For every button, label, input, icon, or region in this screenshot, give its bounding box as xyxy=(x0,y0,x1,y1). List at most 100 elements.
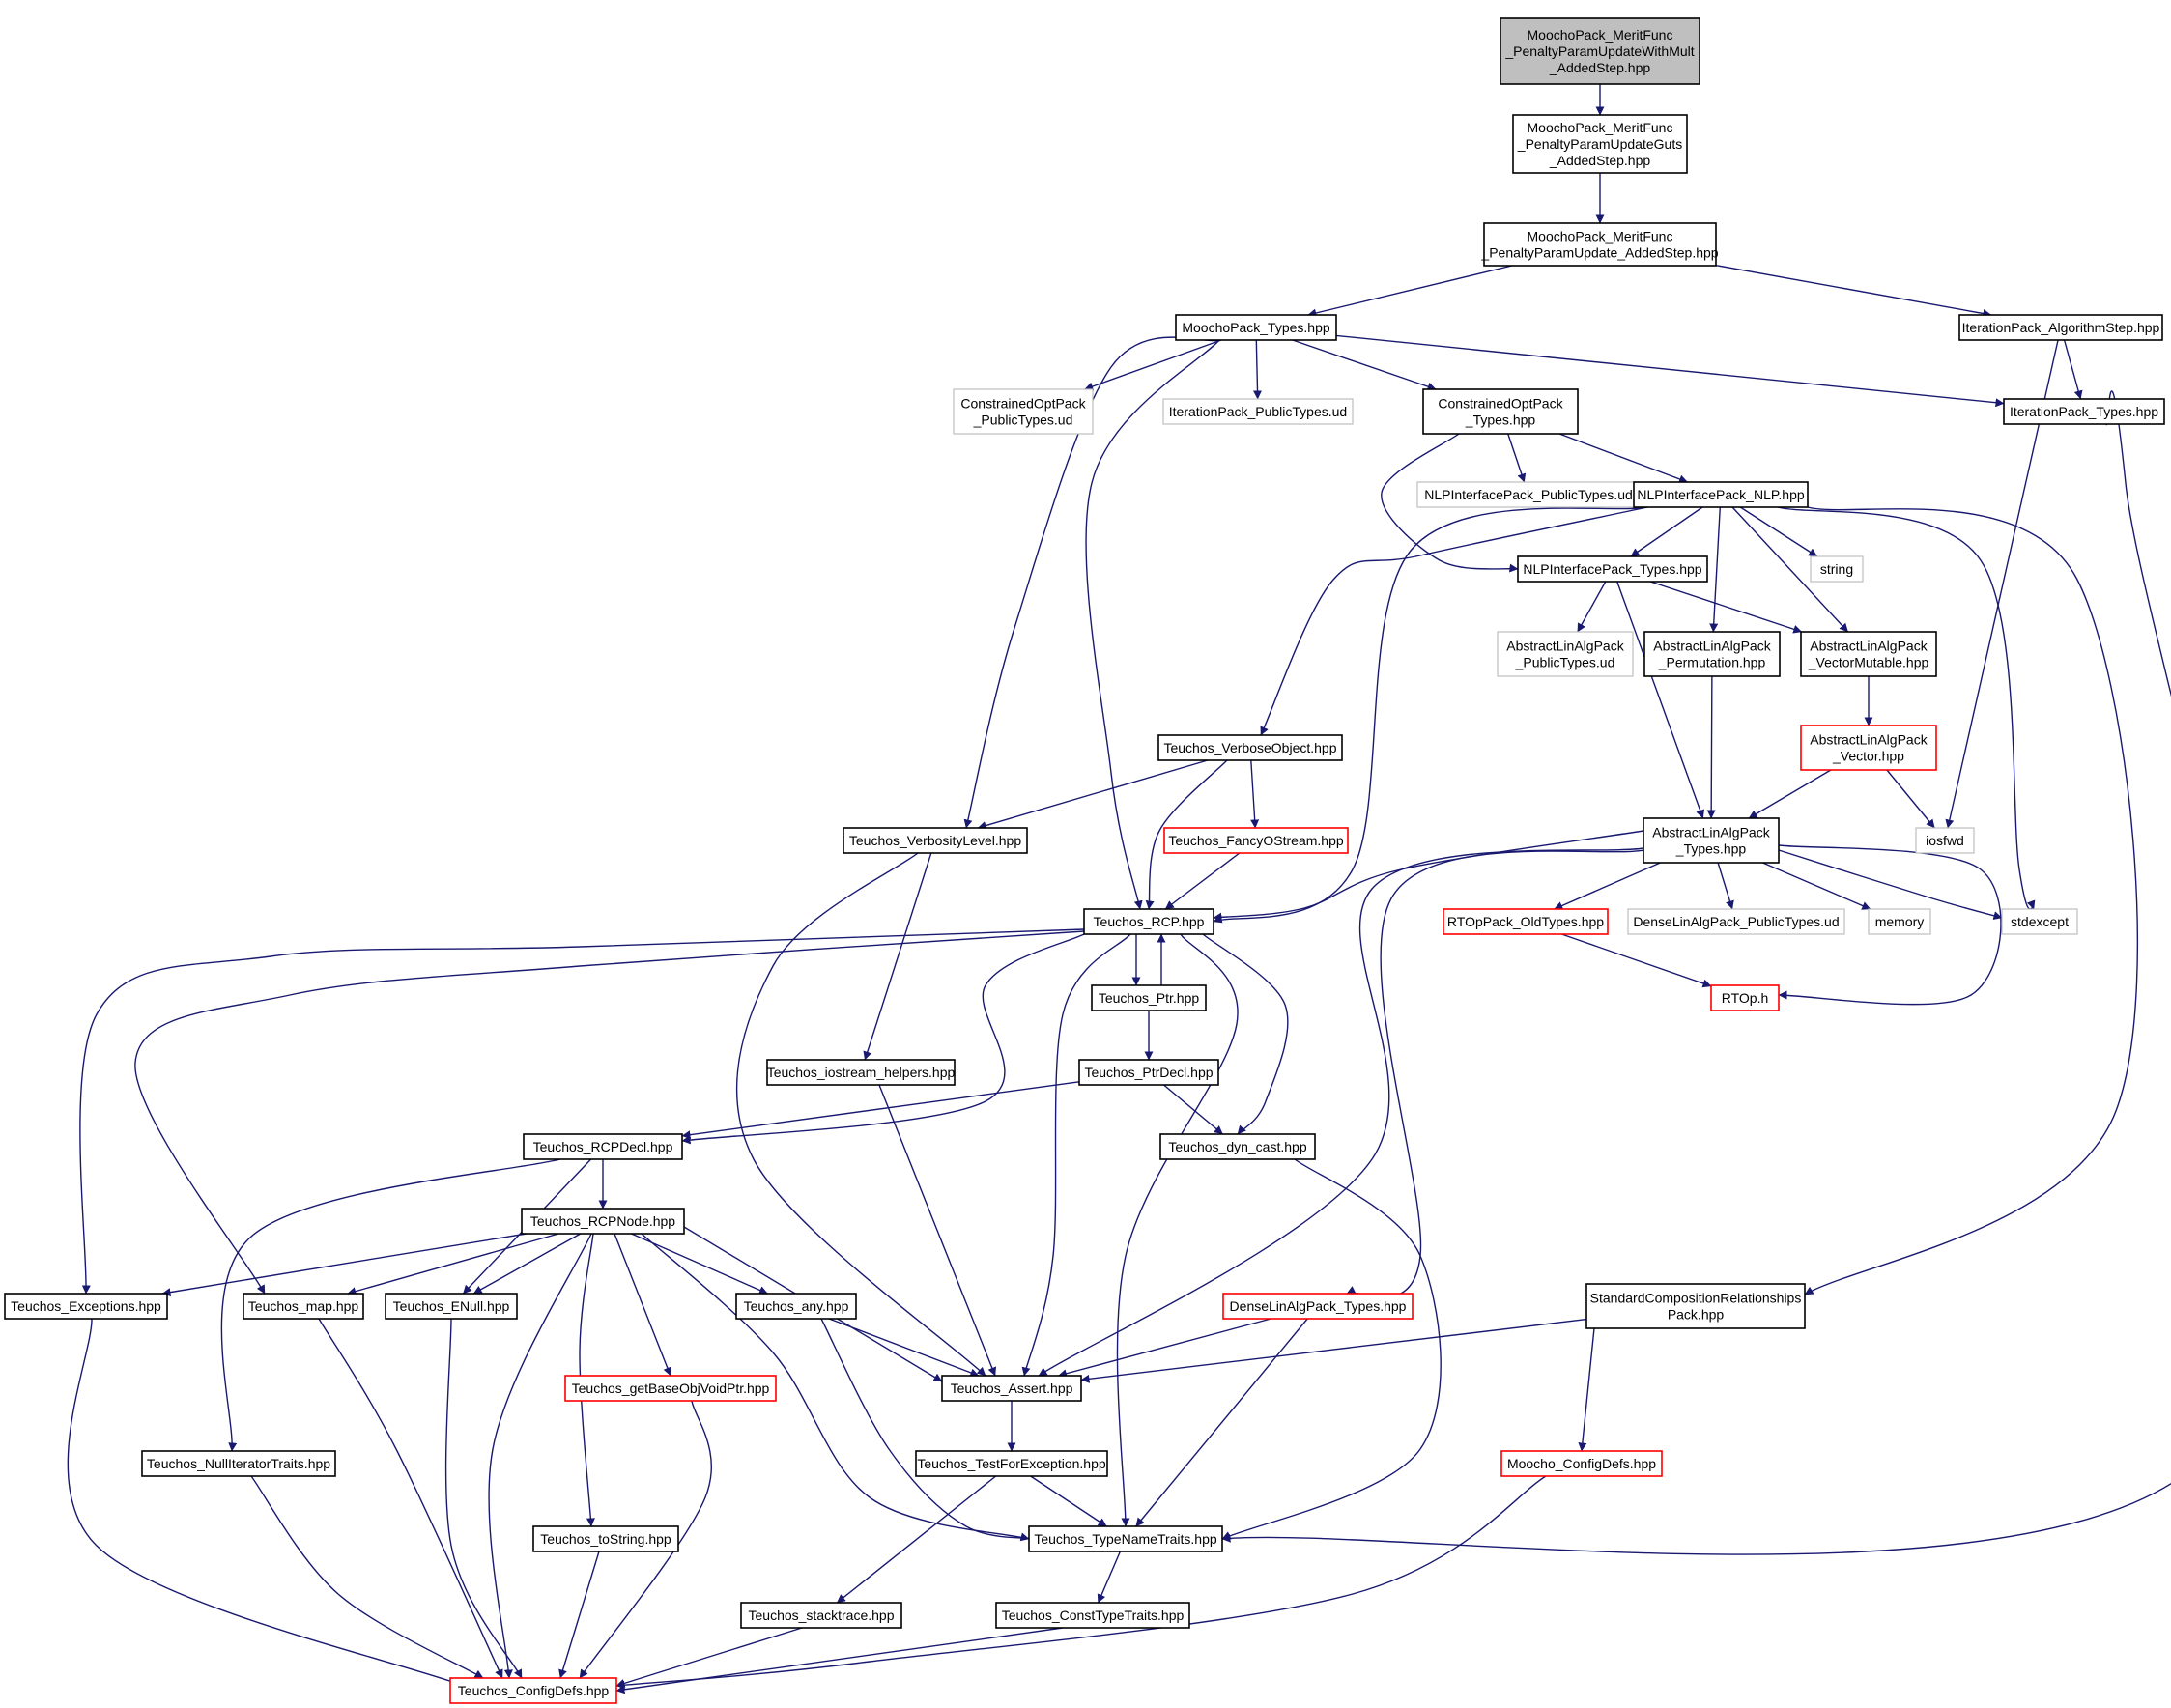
node-label: ConstrainedOptPack xyxy=(1438,396,1563,412)
node-dentypes[interactable]: DenseLinAlgPack_Types.hpp xyxy=(1222,1293,1414,1320)
node-iohelp[interactable]: Teuchos_iostream_helpers.hpp xyxy=(766,1059,956,1086)
node-label: Teuchos_PtrDecl.hpp xyxy=(1084,1065,1213,1080)
edge-scrp-to-mconf xyxy=(1578,1327,1595,1452)
edge-ctt-to-tconf xyxy=(615,1627,1064,1694)
node-tconf[interactable]: Teuchos_ConfigDefs.hpp xyxy=(449,1677,617,1704)
node-label: MoochoPack_MeritFunc xyxy=(1528,120,1673,135)
node-box xyxy=(735,1293,857,1320)
edge-dentypes-to-tnt xyxy=(1135,1318,1308,1527)
node-box xyxy=(915,1450,1108,1477)
node-box xyxy=(1800,725,1937,771)
node-map[interactable]: Teuchos_map.hpp xyxy=(243,1293,364,1320)
edge-mtypes-to-itpub xyxy=(1253,339,1263,400)
node-box xyxy=(1443,908,1609,935)
node-box xyxy=(1078,1059,1219,1086)
node-ptr[interactable]: Teuchos_Ptr.hpp xyxy=(1091,984,1207,1011)
node-assert[interactable]: Teuchos_Assert.hpp xyxy=(941,1375,1082,1402)
edge-scrp-to-assert xyxy=(1080,1318,1587,1383)
node-tostring[interactable]: Teuchos_toString.hpp xyxy=(532,1525,679,1552)
node-rcp[interactable]: Teuchos_RCP.hpp xyxy=(1083,908,1214,935)
node-label: Teuchos_RCP.hpp xyxy=(1094,914,1205,929)
node-ptrdecl[interactable]: Teuchos_PtrDecl.hpp xyxy=(1078,1059,1219,1086)
node-rcpdecl[interactable]: Teuchos_RCPDecl.hpp xyxy=(523,1133,683,1160)
node-mtypes[interactable]: MoochoPack_Types.hpp xyxy=(1175,314,1337,341)
node-mconf[interactable]: Moocho_ConfigDefs.hpp xyxy=(1500,1450,1663,1477)
edge-tfe-to-stack xyxy=(836,1475,997,1604)
node-alavec[interactable]: AbstractLinAlgPack_Vector.hpp xyxy=(1800,725,1937,771)
node-label: Teuchos_VerbosityLevel.hpp xyxy=(849,833,1021,848)
node-enull[interactable]: Teuchos_ENull.hpp xyxy=(385,1293,518,1320)
node-alatypes[interactable]: AbstractLinAlgPack_Types.hpp xyxy=(1643,817,1780,864)
node-dyncast[interactable]: Teuchos_dyn_cast.hpp xyxy=(1159,1133,1316,1160)
node-denpub: DenseLinAlgPack_PublicTypes.ud xyxy=(1627,908,1845,935)
edge-rcpnode-to-enull xyxy=(472,1233,582,1295)
node-cotypes[interactable]: ConstrainedOptPack_Types.hpp xyxy=(1422,388,1579,435)
edge-rcpnode-to-except xyxy=(161,1233,528,1297)
node-box xyxy=(1868,908,1931,935)
edge-nlp-to-stdexcept xyxy=(1777,506,2036,910)
edge-map-to-tconf xyxy=(318,1318,503,1679)
node-verbobj[interactable]: Teuchos_VerboseObject.hpp xyxy=(1157,734,1343,761)
edge-rcpnode-to-tnt xyxy=(641,1233,1030,1542)
edge-rcp-to-except xyxy=(79,928,1085,1295)
node-label: Teuchos_TestForException.hpp xyxy=(917,1456,1106,1471)
edge-alatypes-to-rtopold xyxy=(1554,862,1661,910)
node-label: _AddedStep.hpp xyxy=(1549,153,1651,168)
node-verblvl[interactable]: Teuchos_VerbosityLevel.hpp xyxy=(843,827,1028,854)
node-nullit[interactable]: Teuchos_NullIteratorTraits.hpp xyxy=(141,1450,336,1477)
node-box xyxy=(243,1293,364,1320)
node-fancy[interactable]: Teuchos_FancyOStream.hpp xyxy=(1163,827,1349,854)
node-box xyxy=(2003,398,2165,425)
node-box xyxy=(1163,827,1349,854)
node-getbase[interactable]: Teuchos_getBaseObjVoidPtr.hpp xyxy=(564,1375,777,1402)
node-label: _Permutation.hpp xyxy=(1658,655,1766,670)
edge-enull-to-tconf xyxy=(444,1318,523,1679)
node-label: MoochoPack_MeritFunc xyxy=(1528,229,1673,244)
node-ittypes[interactable]: IterationPack_Types.hpp xyxy=(2003,398,2165,425)
node-label: _Vector.hpp xyxy=(1832,749,1904,764)
edge-nlp-to-alaperm xyxy=(1709,506,1721,633)
node-stack[interactable]: Teuchos_stacktrace.hpp xyxy=(740,1602,902,1629)
node-alavm[interactable]: AbstractLinAlgPack_VectorMutable.hpp xyxy=(1800,631,1937,677)
edge-upd-to-mtypes xyxy=(1307,265,1513,318)
node-string: string xyxy=(1810,555,1864,583)
node-label: _Types.hpp xyxy=(1465,413,1536,428)
node-box xyxy=(1800,631,1937,677)
node-guts[interactable]: MoochoPack_MeritFunc_PenaltyParamUpdateG… xyxy=(1512,114,1688,174)
node-nlp[interactable]: NLPInterfacePack_NLP.hpp xyxy=(1633,481,1809,508)
edge-nlptypes-to-alavm xyxy=(1649,581,1803,634)
dependency-edges xyxy=(67,84,2171,1694)
node-box xyxy=(1633,481,1809,508)
node-rtop[interactable]: RTOp.h xyxy=(1710,984,1780,1011)
node-label: Teuchos_FancyOStream.hpp xyxy=(1168,833,1344,848)
node-label: Teuchos_getBaseObjVoidPtr.hpp xyxy=(572,1381,770,1396)
node-label: _PublicTypes.ud xyxy=(973,413,1073,428)
node-rtopold[interactable]: RTOpPack_OldTypes.hpp xyxy=(1443,908,1609,935)
edge-alaperm-to-alatypes xyxy=(1706,675,1716,819)
node-root[interactable]: MoochoPack_MeritFunc_PenaltyParamUpdateW… xyxy=(1500,17,1700,85)
node-box xyxy=(740,1602,902,1629)
node-box xyxy=(141,1450,336,1477)
node-algstep[interactable]: IterationPack_AlgorithmStep.hpp xyxy=(1958,314,2163,341)
edge-tnt-to-ctt xyxy=(1097,1551,1122,1604)
node-label: _PenaltyParamUpdate_AddedStep.hpp xyxy=(1480,245,1718,261)
node-tfe[interactable]: Teuchos_TestForException.hpp xyxy=(915,1450,1108,1477)
node-tnt[interactable]: Teuchos_TypeNameTraits.hpp xyxy=(1028,1525,1223,1552)
node-upd[interactable]: MoochoPack_MeritFunc_PenaltyParamUpdate_… xyxy=(1480,222,1719,267)
node-except[interactable]: Teuchos_Exceptions.hpp xyxy=(4,1293,168,1320)
edge-cotypes-to-nlppub xyxy=(1507,433,1527,483)
node-any[interactable]: Teuchos_any.hpp xyxy=(735,1293,857,1320)
edge-alatypes-to-memory xyxy=(1762,862,1871,910)
node-alaperm[interactable]: AbstractLinAlgPack_Permutation.hpp xyxy=(1643,631,1781,677)
edge-cotypes-to-nlp xyxy=(1558,433,1688,484)
node-nlptypes[interactable]: NLPInterfacePack_Types.hpp xyxy=(1517,555,1708,583)
node-alapub: AbstractLinAlgPack_PublicTypes.ud xyxy=(1497,631,1634,677)
edge-nlp-to-alavm xyxy=(1731,506,1849,633)
node-box xyxy=(385,1293,518,1320)
node-ctt[interactable]: Teuchos_ConstTypeTraits.hpp xyxy=(995,1602,1190,1629)
node-label: Teuchos_ConstTypeTraits.hpp xyxy=(1002,1608,1185,1623)
node-rcpnode[interactable]: Teuchos_RCPNode.hpp xyxy=(521,1208,685,1235)
edge-any-to-tnt xyxy=(820,1318,1049,1543)
